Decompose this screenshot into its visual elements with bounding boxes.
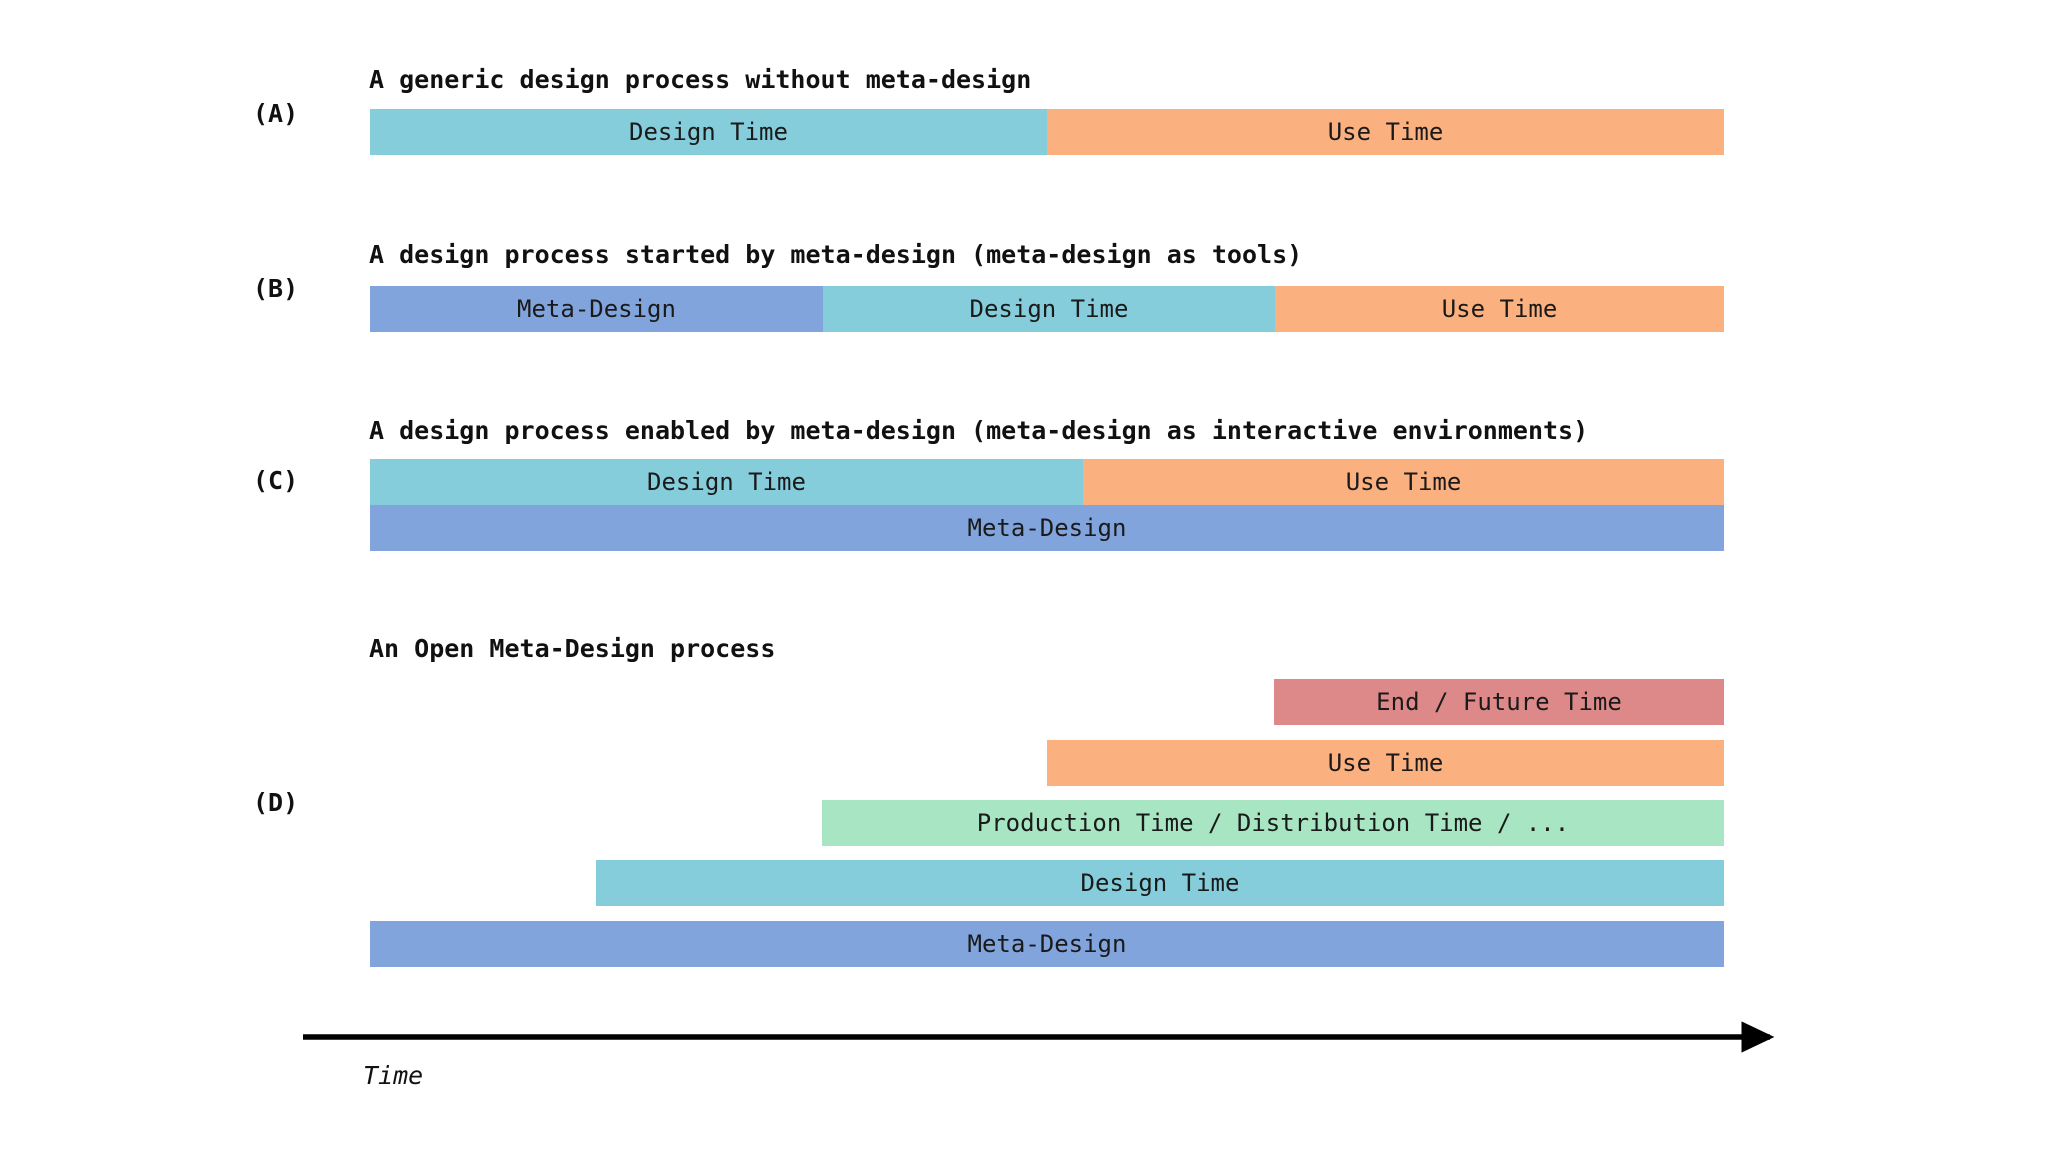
panel-letter: (A) <box>253 99 299 128</box>
time-axis-label: Time <box>363 1061 424 1090</box>
timeline-bar-label: Design Time <box>647 468 806 496</box>
timeline-bar-label: Meta-Design <box>517 295 676 323</box>
timeline-bar-label: Meta-Design <box>967 930 1127 958</box>
timeline-bar[interactable]: Use Time <box>1083 459 1724 505</box>
timeline-bar[interactable]: Design Time <box>370 109 1047 155</box>
timeline-bar-label: Meta-Design <box>967 514 1127 542</box>
timeline-bar-label: Design Time <box>1080 869 1240 897</box>
timeline-bar-label: Use Time <box>1327 118 1444 146</box>
timeline-bar-label: Production Time / Distribution Time / ..… <box>976 809 1570 837</box>
panel-title: A generic design process without meta-de… <box>369 65 1032 94</box>
timeline-bar[interactable]: Production Time / Distribution Time / ..… <box>822 800 1724 846</box>
timeline-bar[interactable]: Use Time <box>1047 740 1724 786</box>
timeline-bar[interactable]: Meta-Design <box>370 286 823 332</box>
panel-title: An Open Meta-Design process <box>369 634 776 663</box>
timeline-bar[interactable]: End / Future Time <box>1274 679 1724 725</box>
timeline-bar-label: End / Future Time <box>1376 688 1622 716</box>
panel-title: A design process enabled by meta-design … <box>369 416 1589 445</box>
timeline-bar[interactable]: Design Time <box>823 286 1275 332</box>
timeline-bar[interactable]: Use Time <box>1047 109 1724 155</box>
timeline-bar-label: Design Time <box>969 295 1129 323</box>
panel-letter: (D) <box>253 788 299 817</box>
timeline-bar[interactable]: Design Time <box>370 459 1083 505</box>
timeline-bar[interactable]: Meta-Design <box>370 505 1724 551</box>
panel-letter: (C) <box>253 466 299 495</box>
timeline-bar-label: Design Time <box>629 118 788 146</box>
timeline-bar[interactable]: Meta-Design <box>370 921 1724 967</box>
timeline-bar-label: Use Time <box>1327 749 1444 777</box>
timeline-bar[interactable]: Use Time <box>1275 286 1724 332</box>
timeline-bar-label: Use Time <box>1441 295 1558 323</box>
timeline-bar[interactable]: Design Time <box>596 860 1724 906</box>
timeline-bar-label: Use Time <box>1345 468 1462 496</box>
panel-title: A design process started by meta-design … <box>369 240 1303 269</box>
panel-letter: (B) <box>253 274 299 303</box>
